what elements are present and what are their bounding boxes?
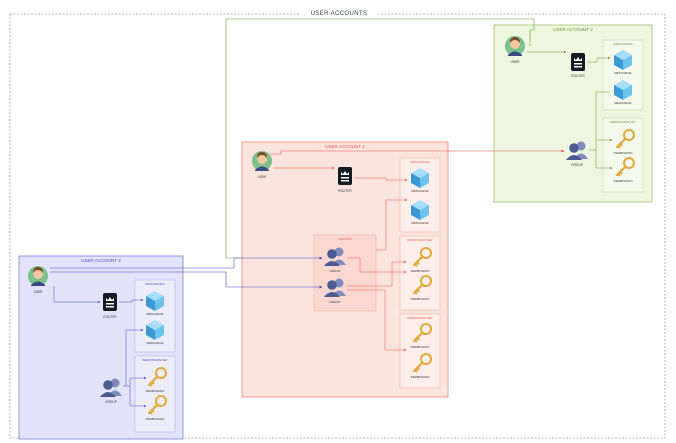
a1-permission-label-1: PERMISSION — [411, 269, 430, 273]
a1-router-label: ROUTER — [338, 189, 352, 193]
a1-group-label-1: GROUP — [329, 269, 340, 273]
a1-connector — [347, 260, 407, 287]
cross-account-connector — [50, 271, 323, 289]
router-icon[interactable] — [103, 293, 117, 311]
user-accounts-title: USER ACCOUNTS — [311, 11, 368, 17]
a3-connector — [126, 376, 147, 387]
a3-connector — [123, 328, 144, 387]
a2-connector — [589, 138, 613, 151]
a3-resource-label-1: RESOURCE — [146, 312, 163, 316]
a1-permission-label-4: PERMISSION — [411, 375, 430, 379]
a2-connector — [595, 150, 613, 170]
a2-resource-label-1: RESOURCE — [614, 71, 631, 75]
a1-connector — [347, 289, 407, 352]
a2-permission-label-1: PERMISSION — [614, 151, 633, 155]
a3-resources-title: RESOURCES — [145, 282, 164, 286]
a3-resource-label-2: RESOURCE — [146, 341, 163, 345]
user-icon[interactable] — [28, 266, 48, 286]
a2-resource-label-2: RESOURCE — [614, 101, 631, 105]
cross-account-connector — [225, 18, 535, 260]
user-account-1: USER ACCOUNT 1 USER ROUTER RESOURCES RES… — [241, 141, 449, 398]
a3-permset-box — [134, 355, 176, 433]
a1-user-label: USER — [258, 175, 268, 179]
a1-connector — [347, 257, 407, 274]
cross-account-connector — [50, 256, 323, 269]
a2-user-label: USER — [511, 60, 521, 64]
a1-permset-title-2: PERMISSION SET — [407, 316, 433, 320]
a1-permission-label-3: PERMISSION — [411, 345, 430, 349]
a3-router-label: ROUTER — [103, 315, 117, 319]
a1-connector — [376, 198, 408, 251]
a2-permission-label-2: PERMISSION — [614, 179, 633, 183]
a1-permission-label-2: PERMISSION — [411, 297, 430, 301]
account-2-title: USER ACCOUNT 2 — [553, 27, 593, 32]
account-1-title: USER ACCOUNT 1 — [325, 144, 365, 149]
a2-permset-box — [602, 117, 644, 193]
a3-permission-label-2: PERMISSION — [146, 417, 165, 421]
a3-user-label: USER — [34, 290, 44, 294]
a1-resources-title: RESOURCES — [410, 160, 429, 164]
account-3-title: USER ACCOUNT 3 — [81, 258, 121, 263]
cross-account-connector — [270, 149, 565, 155]
user-account-2: USER ACCOUNT 2 USER ROUTER RESOURCES RES… — [493, 24, 653, 203]
router-icon[interactable] — [338, 167, 352, 185]
a2-resources-title: RESOURCES — [613, 42, 632, 46]
router-icon[interactable] — [571, 53, 585, 71]
a1-groups-box — [313, 234, 377, 312]
user-icon[interactable] — [252, 151, 272, 171]
a3-connector — [119, 298, 144, 303]
a3-permset-title: PERMISSION SET — [142, 358, 168, 362]
a1-groups-title: GROUPS — [338, 237, 351, 241]
a2-connector — [587, 56, 611, 63]
user-icon[interactable] — [505, 36, 525, 56]
a2-connector — [595, 91, 610, 140]
user-account-3: USER ACCOUNT 3 USER ROUTER RESOURCES RES… — [18, 255, 184, 440]
a3-group-label: GROUP — [105, 400, 117, 404]
a2-permset-title: PERMISSION SET — [610, 120, 636, 124]
a2-group-label: GROUP — [571, 163, 583, 167]
a1-connector — [354, 177, 408, 182]
a1-resource-label-2: RESOURCE — [411, 221, 428, 225]
a3-connector — [129, 386, 147, 408]
a3-permission-label-1: PERMISSION — [146, 389, 165, 393]
a1-permset-box-2 — [399, 313, 441, 389]
a1-resource-label-1: RESOURCE — [411, 189, 428, 193]
a1-permset-box-1 — [399, 235, 441, 311]
a1-group-label-2: GROUP — [329, 300, 340, 304]
a2-router-label: ROUTER — [571, 74, 585, 78]
a1-permset-title-1: PERMISSION SET — [407, 238, 433, 242]
a3-connector — [53, 286, 101, 304]
